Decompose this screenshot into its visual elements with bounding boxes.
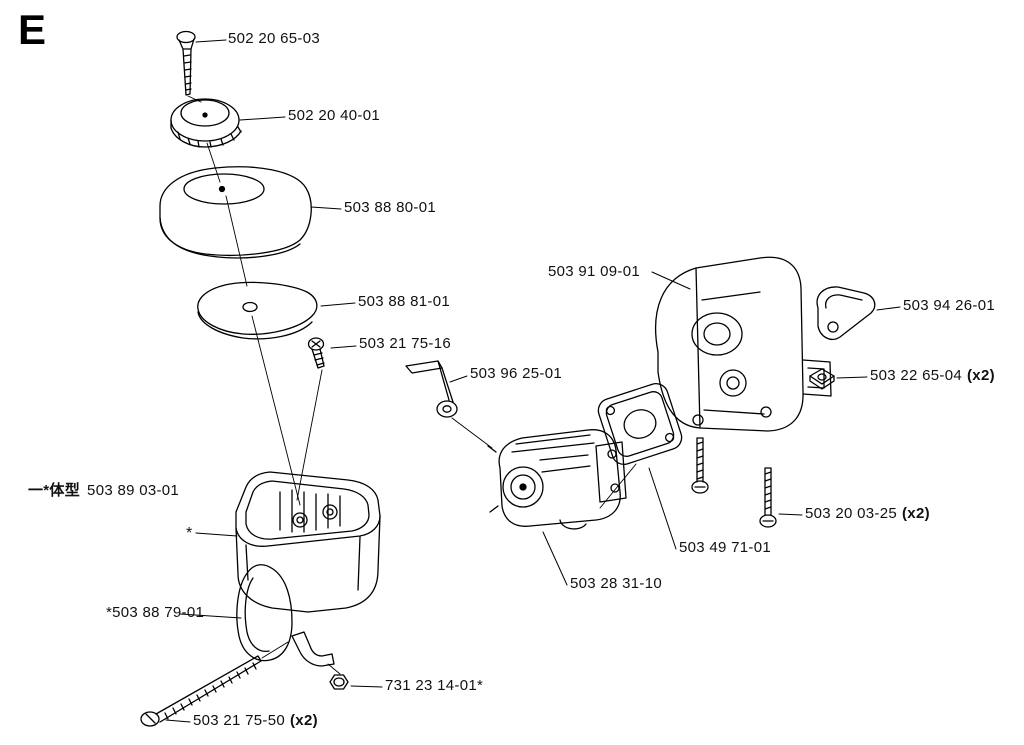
label-filter-foam: 503 88 81-01	[358, 293, 451, 310]
part-screw-top	[176, 30, 196, 96]
part-filter-foam	[197, 281, 318, 340]
label-square-nut: 503 22 65-04(x2)	[870, 367, 995, 384]
label-choke-lever: 503 94 26-01	[903, 297, 996, 314]
part-housing	[654, 256, 832, 432]
part-choke-lever	[816, 286, 876, 341]
label-cover-plate: *503 88 79-01	[106, 604, 205, 621]
section-letter: E	[18, 6, 47, 53]
part-gasket	[597, 383, 683, 465]
label-knob: 502 20 40-01	[288, 107, 381, 124]
part-latch	[291, 631, 335, 667]
part-screw-cover	[307, 337, 325, 369]
part-cover-plate	[236, 564, 293, 662]
part-knob	[170, 98, 242, 148]
label-mount-screws: 503 20 03-25(x2)	[805, 505, 930, 522]
assembly-axis-lines	[187, 95, 637, 675]
part-square-nut	[809, 368, 835, 390]
label-gasket: 503 49 71-01	[679, 539, 772, 556]
part-mount-screws	[691, 437, 777, 528]
part-airbox	[235, 471, 381, 613]
part-long-screw	[140, 655, 262, 727]
part-choke-rod	[405, 360, 458, 418]
label-choke-rod: 503 96 25-01	[470, 365, 563, 382]
part-nut	[329, 674, 349, 690]
label-housing: 503 91 09-01	[548, 263, 641, 280]
leader-lines	[165, 39, 901, 723]
part-carburetor	[487, 429, 627, 530]
label-filter-cover: 503 88 80-01	[344, 199, 437, 216]
label-asterisk: *	[186, 525, 193, 542]
label-nut: 731 23 14-01*	[385, 677, 484, 694]
label-screw-top: 502 20 65-03	[228, 30, 321, 47]
label-screw-cover: 503 21 75-16	[359, 335, 452, 352]
label-carburetor: 503 28 31-10	[570, 575, 663, 592]
part-filter-cover	[159, 166, 312, 259]
label-long-screw: 503 21 75-50(x2)	[193, 712, 318, 729]
